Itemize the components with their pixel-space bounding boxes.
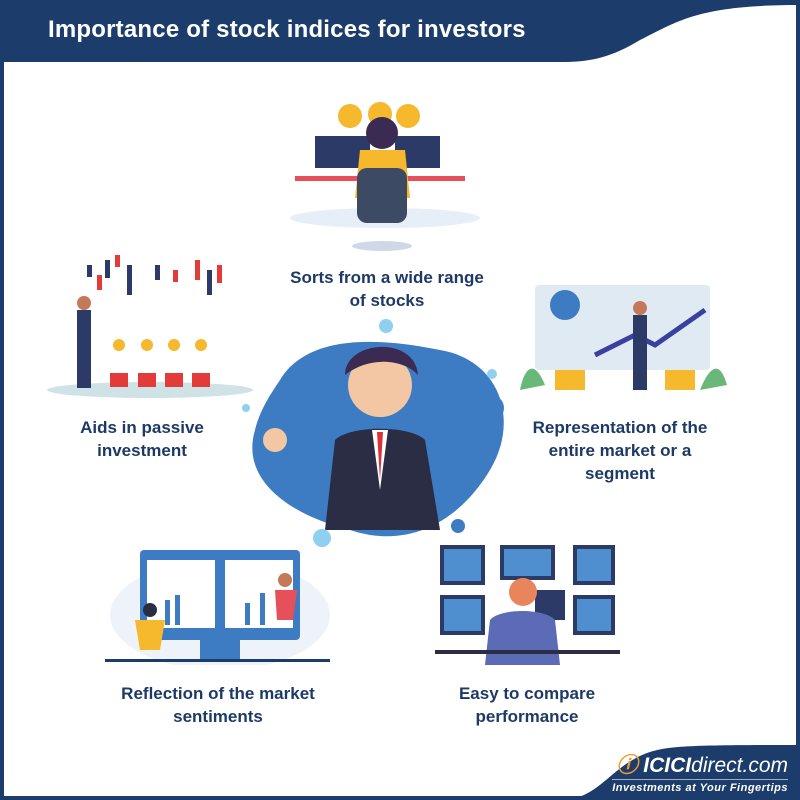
trader-desk-illustration (290, 102, 480, 251)
businessman-center-illustration (252, 341, 504, 537)
logo-brand-light: direct.com (691, 754, 788, 777)
logo-tagline: Investments at Your Fingertips (612, 779, 788, 794)
multi-monitor-illustration (435, 545, 620, 665)
point-label-compare: Easy to compare performance (458, 684, 596, 726)
point-label-representation: Representation of the entire market or a… (532, 418, 708, 483)
point-label-passive: Aids in passive investment (80, 418, 204, 460)
point-label-sentiments: Reflection of the market sentiments (121, 684, 315, 726)
point-label-sorts: Sorts from a wide range of stocks (290, 268, 484, 310)
page-title: Importance of stock indices for investor… (48, 16, 526, 43)
header-banner (0, 0, 800, 62)
growing-plants-illustration (47, 255, 253, 398)
icici-direct-logo: ⓘ ICICIdirect.com Investments at Your Fi… (612, 754, 788, 794)
logo-brand-bold: ICICI (643, 754, 692, 777)
market-dashboard-illustration (520, 285, 727, 390)
footer-banner (560, 745, 800, 800)
celebrating-investors-illustration (105, 550, 330, 665)
